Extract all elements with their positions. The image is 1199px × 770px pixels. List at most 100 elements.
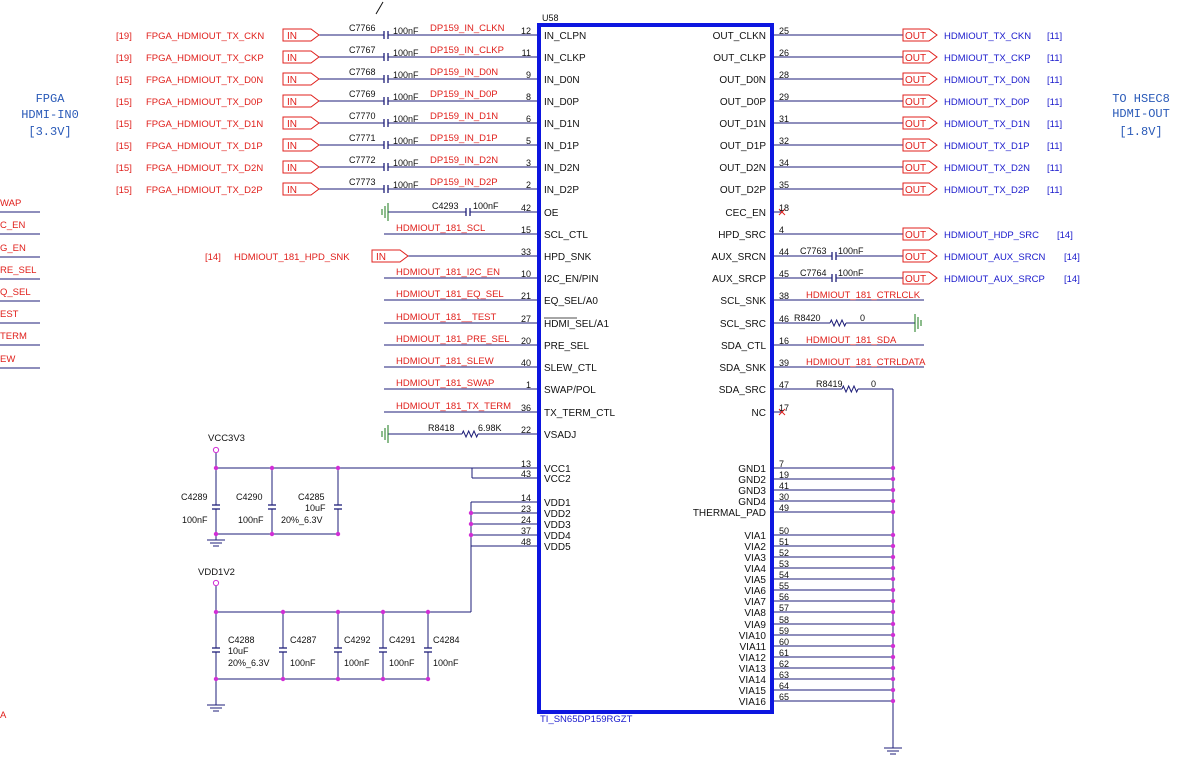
port-in-flag [371, 249, 409, 263]
port-in-flag [282, 50, 320, 64]
resistor-body [841, 384, 859, 394]
junction-dot [890, 643, 896, 649]
cap-ref: C4288 [228, 635, 255, 645]
power-pin-number: 13 [521, 459, 531, 469]
gnd-pin-number: 51 [779, 537, 789, 547]
junction-dot [890, 609, 896, 615]
port-in-flag [282, 160, 320, 174]
power-pin-number: 23 [521, 504, 531, 514]
gnd-pin-name: GND1 [738, 464, 766, 475]
gnd-pin-name: VIA12 [739, 653, 767, 664]
input-net-name: FPGA_HDMIOUT_TX_D2N [146, 163, 263, 174]
port-in-label: IN [287, 185, 297, 196]
series-cap-value: 100nF [393, 136, 419, 146]
right-annotation: HDMI-OUT [1112, 107, 1170, 121]
power-pin-name: VCC1 [544, 464, 571, 475]
series-cap-ref: C7770 [349, 111, 376, 121]
port-out-label: OUT [905, 163, 926, 174]
series-cap-value: 100nF [393, 114, 419, 124]
vdd1v2-label: VDD1V2 [198, 567, 235, 578]
pin-name-left: SLEW_CTL [544, 363, 597, 374]
junction-dot [213, 531, 219, 537]
input-sheet-ref: [15] [116, 185, 132, 196]
cap-ref: C4289 [181, 492, 208, 502]
aux-cap-value: 100nF [838, 246, 864, 256]
cutoff-net-label: RE_SEL [0, 265, 36, 276]
r8420-value: 0 [860, 313, 865, 323]
cap-value: 100nF [433, 658, 459, 668]
output-net-name: HDMIOUT_TX_CKN [944, 31, 1031, 42]
port-out-flag [902, 271, 938, 285]
pin-number-left: 20 [521, 336, 531, 346]
pin-name-left: IN_CLKP [544, 53, 586, 64]
pin-name-left: HPD_SNK [544, 252, 592, 263]
series-cap-value: 100nF [393, 158, 419, 168]
cap-ref: C4290 [236, 492, 263, 502]
chip-refdes: U58 [542, 13, 559, 23]
pin-name-right: OUT_D1P [720, 141, 766, 152]
input-net-name: FPGA_HDMIOUT_TX_D0N [146, 75, 263, 86]
gnd-pin-number: 55 [779, 581, 789, 591]
pin-number-left: 8 [526, 92, 531, 102]
junction-dot [890, 498, 896, 504]
dp-net-name: DP159_IN_D1N [430, 111, 498, 122]
gnd-pin-number: 64 [779, 681, 789, 691]
cap-tolerance: 20%_6.3V [228, 658, 270, 668]
pin-name-right: AUX_SRCP [712, 274, 766, 285]
control-net-name: HDMIOUT_181_TX_TERM [396, 401, 511, 412]
series-cap-ref: C7769 [349, 89, 376, 99]
left-annotation: FPGA [36, 92, 66, 106]
pin-number-left: 36 [521, 403, 531, 413]
junction-dot [468, 510, 474, 516]
left-annotation: [3.3V] [28, 125, 71, 139]
pin-number-right: 38 [779, 291, 789, 301]
port-out-flag [902, 182, 938, 196]
power-pin-name: VDD3 [544, 520, 571, 531]
power-pin-number: 48 [521, 537, 531, 547]
output-sheet-ref: [11] [1047, 119, 1062, 130]
pin-name-right: SCL_SNK [720, 296, 766, 307]
gnd-pin-number: 60 [779, 637, 789, 647]
pin-name-right: SCL_SRC [720, 319, 766, 330]
junction-dot [425, 609, 431, 615]
aux-net-name: HDMIOUT_AUX_SRCN [944, 252, 1045, 263]
pin-number-left: 22 [521, 425, 531, 435]
junction-dot [380, 676, 386, 682]
cap-value: 100nF [389, 658, 415, 668]
r8419-ref: R8419 [816, 379, 843, 389]
series-cap-value: 100nF [393, 48, 419, 58]
pin-name-right: OUT_D1N [719, 119, 766, 130]
gnd-pin-name: VIA8 [744, 608, 766, 619]
input-sheet-ref: [15] [116, 75, 132, 86]
gnd-pin-number: 52 [779, 548, 789, 558]
pin-number-right: 25 [779, 26, 789, 36]
dp-net-name: DP159_IN_D0N [430, 67, 498, 78]
junction-dot [890, 565, 896, 571]
pin-name-left: IN_D2P [544, 185, 579, 196]
pin-number-right: 16 [779, 336, 789, 346]
pin-number-left: 27 [521, 314, 531, 324]
gnd-pin-name: VIA2 [744, 542, 766, 553]
labels: U58TI_SN65DP159RGZTIN_CLPN12IN_CLKP11IN_… [0, 13, 1170, 725]
pin-number-right: 44 [779, 247, 789, 257]
pin-name-left: OE [544, 208, 559, 219]
input-net-name: FPGA_HDMIOUT_TX_D2P [146, 185, 263, 196]
gnd-pin-number: 62 [779, 659, 789, 669]
port-out-flag [902, 138, 938, 152]
input-sheet-ref: [19] [116, 53, 132, 64]
junction-dot [269, 465, 275, 471]
input-net-name: FPGA_HDMIOUT_TX_CKP [146, 53, 264, 64]
leader-mark [375, 1, 384, 15]
gnd-pin-name: GND3 [738, 486, 766, 497]
right-control-net: HDMIOUT_181_CTRLDATA [806, 357, 926, 368]
port-in-label: IN [287, 75, 297, 86]
control-net-name: HDMIOUT_181_SWAP [396, 378, 494, 389]
cutoff-net-label: Q_SEL [0, 287, 31, 298]
aux-cap-value: 100nF [838, 268, 864, 278]
junction-dot [213, 465, 219, 471]
gnd-pin-name: VIA7 [744, 597, 766, 608]
port-out-flag [902, 94, 938, 108]
junction-dot [269, 531, 275, 537]
gnd-pin-name: GND4 [738, 497, 766, 508]
